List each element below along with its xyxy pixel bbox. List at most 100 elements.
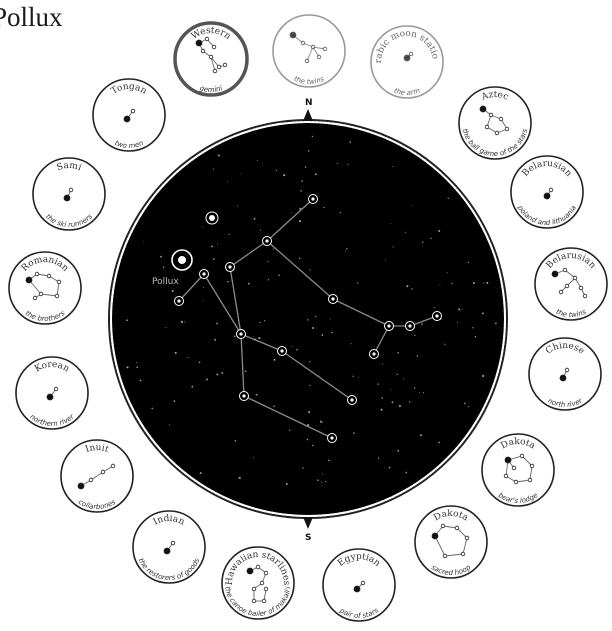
background-star [253,336,254,337]
mini-star [262,599,266,603]
mini-star [223,63,227,67]
mini-star [485,125,489,129]
culture-medallion: Dakotabear's lodge [482,434,554,506]
background-star [421,323,423,325]
culture-medallion: Samithe ski runners [33,158,105,230]
mini-star [409,52,413,56]
culture-medallion: Koreannorthern river [16,357,88,429]
background-star [217,243,218,244]
star [202,272,205,275]
background-star [321,334,323,336]
star [311,197,314,200]
background-star [268,279,269,280]
background-star [291,212,292,213]
background-star [302,467,303,468]
background-star [351,343,352,344]
culture-medallion: Chinesenorth river [529,338,601,410]
background-star [323,207,324,208]
background-star [378,458,379,459]
mini-star [164,548,170,554]
mini-star [544,193,550,199]
background-star [221,372,223,374]
background-star [213,169,214,170]
mini-star [78,483,84,489]
mini-star [583,294,587,298]
background-star [258,337,260,339]
background-star [299,220,301,222]
background-star [392,166,393,167]
mini-star [124,116,130,122]
mini-star [256,565,260,569]
background-star [317,479,319,481]
mini-star [260,581,264,585]
mini-star [579,286,583,290]
mini-star [69,188,73,192]
mini-star [209,55,213,59]
background-star [181,321,183,323]
mini-star [89,478,93,482]
mini-star [213,69,217,73]
background-star [305,166,307,168]
background-star [382,363,383,364]
mini-star [512,466,516,470]
background-star [357,282,358,283]
background-star [203,287,204,288]
background-star [309,385,310,386]
culture-medallion: Arabic moon stationsthe arm [371,26,443,98]
background-star [405,472,407,474]
background-star [278,274,280,276]
background-star [227,281,229,283]
mini-star [563,268,567,272]
background-star [310,269,311,270]
background-star [444,344,445,345]
mini-star [560,375,566,381]
background-star [199,362,201,364]
background-star [259,322,260,323]
background-star [447,272,448,273]
mini-star [305,59,309,63]
star [280,349,283,352]
background-star [390,223,391,224]
background-star [468,262,469,263]
background-star [473,282,475,284]
background-star [451,283,452,284]
mini-star [505,127,509,131]
mini-star [111,464,115,468]
mini-star [552,271,558,277]
background-star [392,401,394,403]
mini-star [247,568,253,574]
mini-star [311,45,315,49]
background-star [439,284,440,285]
background-star [169,424,170,425]
background-star [472,327,473,328]
background-star [136,366,138,368]
background-star [276,170,277,171]
background-star [315,316,316,317]
background-star [349,141,351,143]
culture-medallion: Hawaiian starlinesthe canoe bailer of ma… [222,547,294,619]
background-star [457,322,458,323]
mini-star [171,541,175,545]
background-star [160,256,162,258]
background-star [200,472,202,474]
mini-star [64,195,70,201]
mini-star [301,41,305,45]
background-star [312,136,313,137]
background-star [419,392,420,393]
background-star [411,288,412,289]
background-star [423,392,424,393]
background-star [345,250,346,251]
background-star [260,230,261,231]
background-star [475,336,476,337]
background-star [172,290,174,292]
mini-star [530,464,534,468]
background-star [430,238,431,239]
background-star [353,432,355,434]
background-star [218,154,220,156]
background-star [330,318,331,319]
background-star [151,408,153,410]
background-star [495,323,497,325]
